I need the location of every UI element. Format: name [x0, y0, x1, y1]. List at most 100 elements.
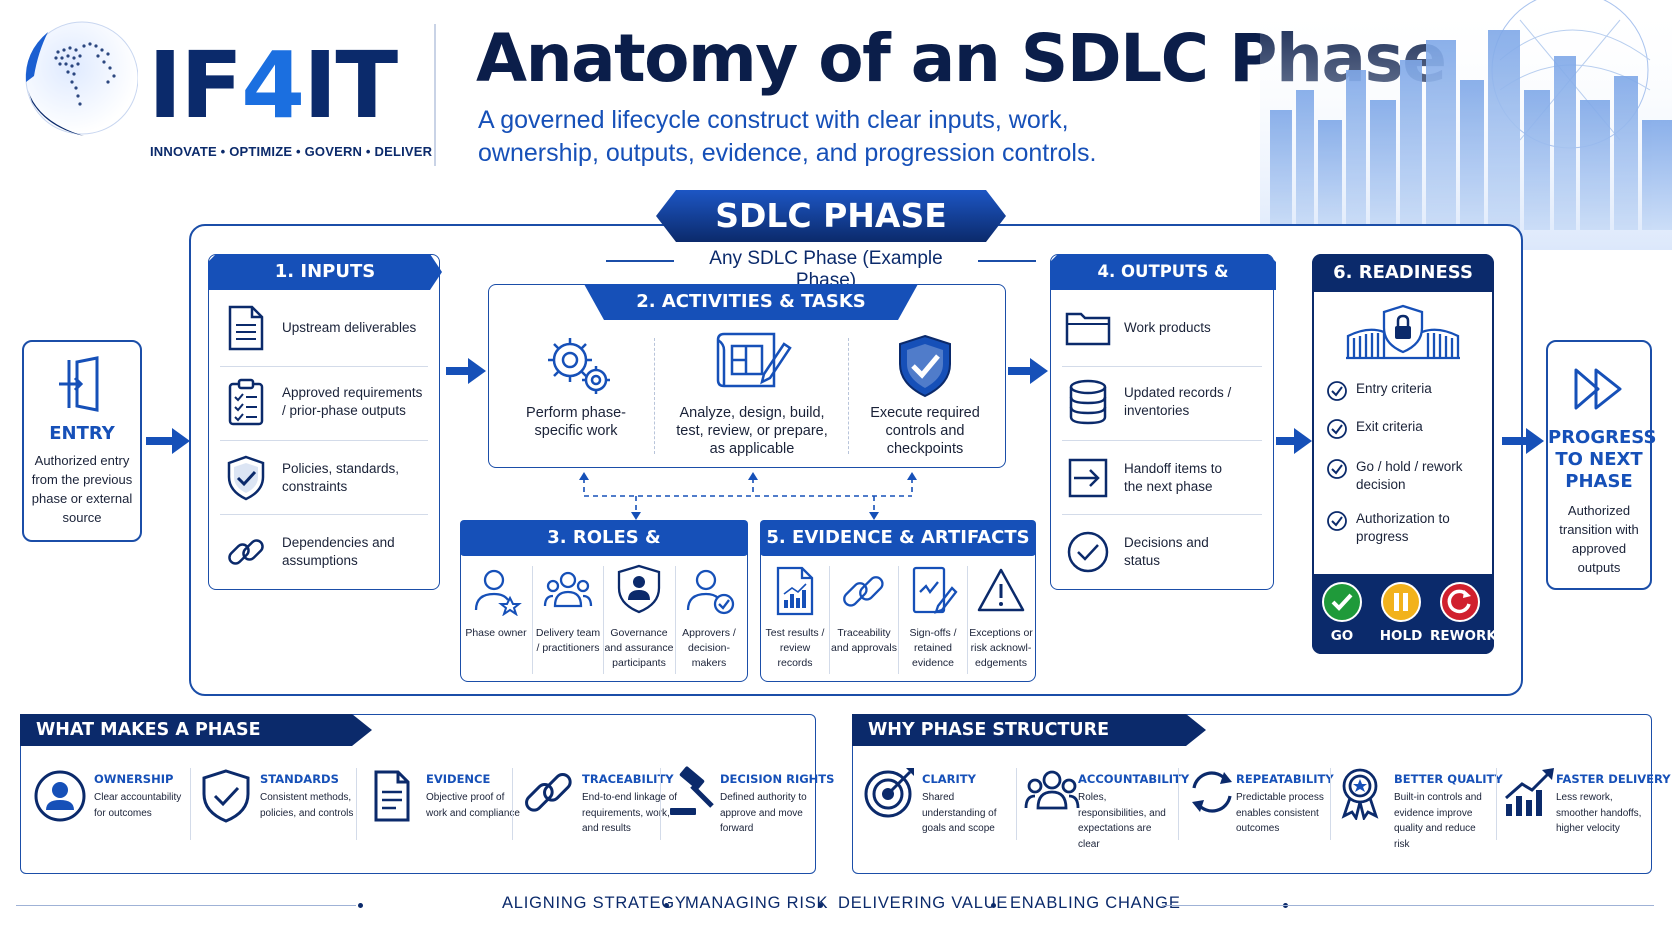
shield-user-icon [617, 564, 661, 614]
shield-check-icon [899, 334, 951, 398]
footer-rule-right [1162, 905, 1654, 906]
gate-criteria-item: Entry criteria [1326, 380, 1486, 402]
outputs-item: Work products [1064, 304, 1268, 352]
governed-item-desc: Objective proof of work and compliance [426, 792, 520, 819]
evidence-label: Traceability and approvals [831, 627, 897, 654]
logo-wordmark: IF4IT [148, 40, 398, 132]
award-icon [1341, 768, 1379, 820]
inputs-item: Dependencies and assumptions [222, 528, 432, 576]
go-label: GO [1330, 628, 1354, 644]
progress-desc: Authorized transition with approved outp… [1559, 503, 1639, 575]
check-circle-icon [1327, 511, 1347, 531]
user-circle-icon [34, 770, 86, 822]
gavel-icon [670, 766, 714, 815]
document-icon [222, 304, 270, 352]
user-star-icon [474, 569, 522, 616]
activities-divider [848, 338, 849, 454]
governed-item: OWNERSHIP Clear accountability for outco… [32, 768, 192, 838]
footer-item: MANAGING RISK [685, 894, 829, 912]
logo-four: 4 [241, 32, 305, 139]
check-circle-icon [1327, 459, 1347, 479]
inputs-divider [220, 366, 428, 367]
footer-dot [818, 903, 823, 908]
check-circle-icon [1327, 381, 1347, 401]
activities-divider [654, 338, 655, 454]
activities-title: 2. ACTIVITIES & TASKS [636, 291, 866, 312]
matters-item-desc: Less rework, smoother handoffs, higher v… [1556, 792, 1642, 834]
check-circle-icon [1327, 419, 1347, 439]
link-icon [222, 528, 270, 576]
matters-item-title: CLARITY [922, 772, 976, 786]
growth-chart-icon [1505, 768, 1554, 816]
inputs-item-label: Dependencies and assumptions [282, 535, 395, 568]
governed-title: WHAT MAKES A PHASE GOVERNED? [36, 720, 261, 772]
inputs-title: 1. INPUTS [274, 261, 376, 282]
go-signal-icon [1322, 582, 1362, 622]
roles-divider [532, 566, 533, 674]
user-check-icon [686, 569, 735, 615]
report-icon [776, 566, 814, 616]
entry-desc: Authorized entry from the previous phase… [31, 453, 133, 525]
phase-banner-title: SDLC PHASE [715, 196, 947, 235]
inputs-divider [220, 440, 428, 441]
header-divider [434, 24, 436, 166]
arrow-outputs-to-gate [1276, 428, 1312, 454]
matters-item: BETTER QUALITY Built-in controls and evi… [1336, 764, 1503, 850]
footer-dot [991, 903, 996, 908]
footer-dot [358, 903, 363, 908]
progress-title-1: PROGRESS [1548, 427, 1657, 448]
role-label: Approvers / decision-makers [682, 627, 736, 669]
link-icon [843, 576, 884, 607]
city-skyline-icon [1260, 0, 1672, 250]
arrow-gate-to-progress [1502, 428, 1544, 454]
matters-divider [1330, 768, 1331, 840]
evidence-divider [898, 566, 899, 674]
gate-criteria-label: Exit criteria [1356, 419, 1423, 434]
logo-tagline: INNOVATE • OPTIMIZE • GOVERN • DELIVER [150, 144, 433, 159]
governed-item-title: TRACEABILITY [582, 772, 674, 786]
governed-item: DECISION RIGHTS Defined authority to app… [666, 764, 834, 834]
cycle-icon [1192, 771, 1232, 813]
progress-title-2: TO NEXT [1555, 449, 1643, 470]
governed-divider [660, 768, 661, 840]
team-icon [543, 571, 593, 608]
governed-item-title: DECISION RIGHTS [720, 772, 835, 786]
evidence-divider [967, 566, 968, 674]
governed-item-title: EVIDENCE [426, 772, 491, 786]
governed-divider [356, 768, 357, 840]
governed-item: EVIDENCE Objective proof of work and com… [364, 768, 524, 838]
team-icon [1024, 770, 1080, 810]
activity-label: Perform phase-specific work [526, 405, 626, 439]
gate-criteria-item: Exit criteria [1326, 418, 1486, 440]
arrow-entry-to-inputs [146, 428, 190, 454]
arrow-activities-to-outputs [1008, 358, 1048, 384]
inputs-item-label: Approved requirements / prior-phase outp… [282, 385, 423, 418]
arrow-inputs-to-activities [446, 358, 486, 384]
outputs-item: Updated records / inventories [1064, 378, 1268, 426]
entry-title: ENTRY [49, 423, 115, 444]
dashed-connector [579, 472, 917, 520]
matters-item-desc: Predictable process enables consistent o… [1236, 792, 1324, 834]
inputs-item: Upstream deliverables [222, 304, 432, 352]
governed-header: WHAT MAKES A PHASE GOVERNED? [20, 714, 372, 772]
outputs-divider [1062, 514, 1262, 515]
matters-item-desc: Built-in controls and evidence improve q… [1394, 792, 1482, 850]
link-icon [525, 773, 572, 812]
phase-sub-line-right [978, 260, 1036, 262]
evidence-label: Test results / review records [765, 627, 825, 669]
gate-criteria-item: Authorization to progress [1326, 510, 1476, 546]
roles-header: 3. ROLES & RESPONSIBILITIES [460, 520, 748, 584]
footer-item: ENABLING CHANGE [1010, 894, 1181, 912]
activities-header: 2. ACTIVITIES & TASKS [584, 284, 918, 320]
blueprint-icon [716, 332, 792, 388]
matters-header: WHY PHASE STRUCTURE MATTERS [852, 714, 1206, 772]
phase-banner-shape [656, 190, 1006, 242]
inputs-item-label: Upstream deliverables [282, 320, 417, 335]
fast-forward-icon [1574, 368, 1622, 410]
target-icon [864, 768, 914, 818]
phase-sub-line-left [606, 260, 674, 262]
matters-item-title: BETTER QUALITY [1394, 772, 1503, 786]
matters-item: CLARITY Shared understanding of goals an… [862, 764, 1022, 834]
entry-box: ENTRY Authorized entry from the previous… [22, 340, 142, 542]
rework-label: REWORK [1430, 628, 1497, 644]
